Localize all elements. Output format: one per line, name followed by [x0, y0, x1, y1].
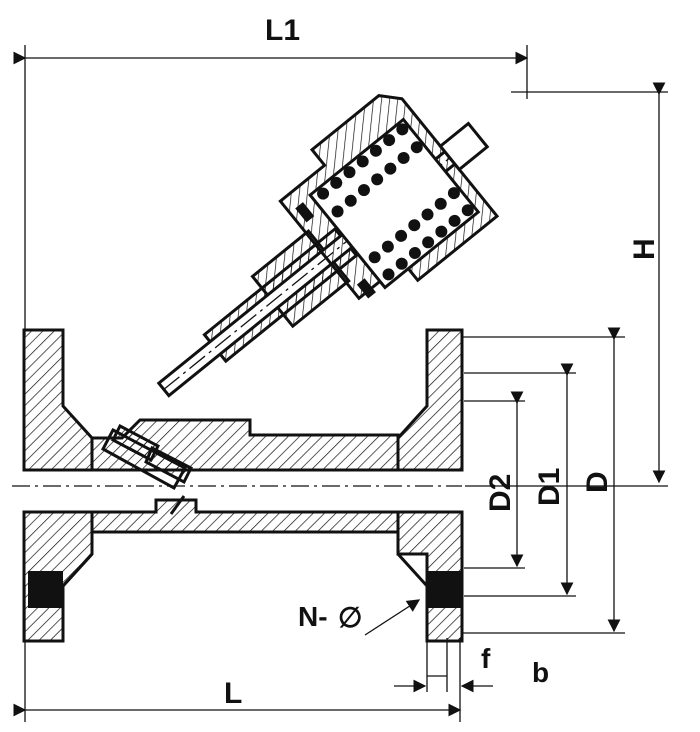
valve-body — [12, 328, 464, 643]
label-b: b — [532, 657, 549, 688]
label-d2: D2 — [484, 474, 517, 512]
stem-indicator — [438, 121, 490, 172]
label-l1: L1 — [265, 14, 300, 47]
label-phi: ∅ — [338, 602, 362, 633]
bolt-hole-note: N- ∅ — [298, 599, 421, 636]
springs — [317, 123, 474, 281]
dimension-l1: L1 — [13, 14, 529, 336]
dimension-l-f-b: L f b — [13, 585, 549, 722]
body-lower-wall — [90, 498, 400, 534]
dimension-flange-diameters: D D1 D2 — [463, 327, 625, 634]
label-d1: D1 — [533, 468, 566, 506]
label-f: f — [481, 643, 491, 674]
label-l: L — [224, 677, 242, 710]
label-d: D — [581, 471, 614, 493]
actuator-assembly — [156, 94, 500, 398]
label-n: N- — [298, 601, 328, 632]
label-h: H — [628, 238, 661, 260]
